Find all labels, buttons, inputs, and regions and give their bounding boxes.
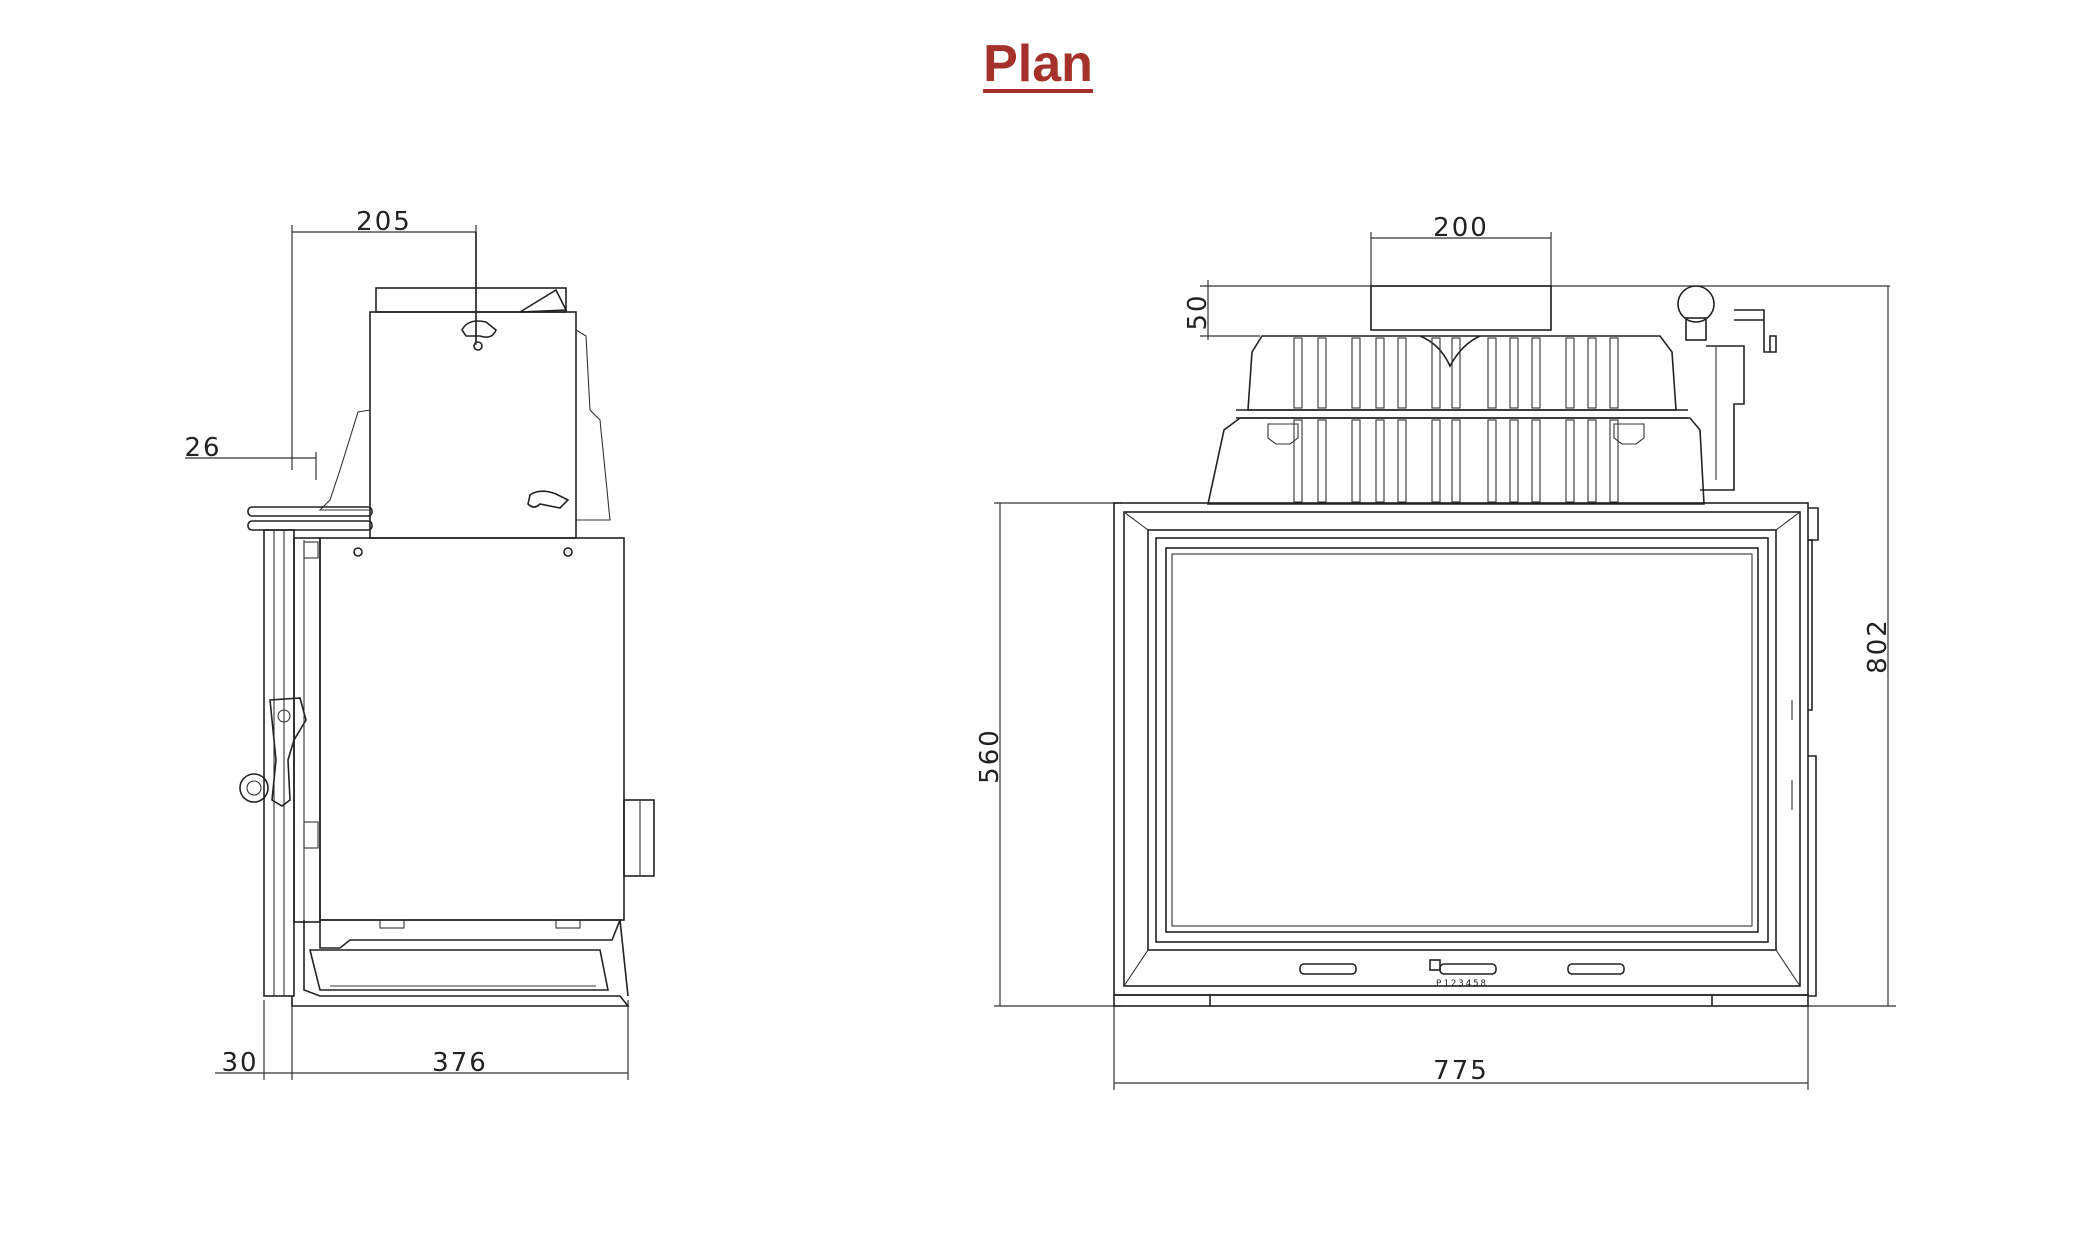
rib-lower xyxy=(1451,419,1461,503)
dim-label-flue-width: 200 xyxy=(1433,213,1489,243)
rib-upper xyxy=(1451,337,1461,409)
rib-upper xyxy=(1587,337,1597,409)
dim-label-top-width: 205 xyxy=(356,207,412,237)
dim-205: 205 xyxy=(291,207,477,470)
rib-upper xyxy=(1565,337,1575,409)
dim-label-front-depth: 30 xyxy=(221,1048,258,1078)
dim-bottom: 30 376 xyxy=(215,1000,629,1080)
rib-upper xyxy=(1351,337,1361,409)
rib-lower xyxy=(1509,419,1519,503)
dim-50: 50 xyxy=(1183,280,1890,340)
rib-lower xyxy=(1351,419,1361,503)
rib-lower xyxy=(1609,419,1619,503)
rib-upper xyxy=(1431,337,1441,409)
rib-lower xyxy=(1317,419,1327,503)
rib-upper xyxy=(1509,337,1519,409)
rib-upper xyxy=(1531,337,1541,409)
model-plate-text: P123458 xyxy=(1436,979,1488,989)
rib-upper xyxy=(1609,337,1619,409)
casting-ribs xyxy=(1267,337,1645,503)
front-view: 200 50 802 560 775 xyxy=(975,213,1896,1090)
rib-upper xyxy=(1317,337,1327,409)
dim-label-flue-height: 50 xyxy=(1183,293,1213,330)
dim-label-side-offset: 26 xyxy=(184,433,221,463)
dim-802: 802 xyxy=(1800,286,1896,1007)
rib-upper xyxy=(1397,337,1407,409)
rib-lower xyxy=(1487,419,1497,503)
rib-lower xyxy=(1397,419,1407,503)
dim-560: 560 xyxy=(975,502,1122,1007)
dim-200: 200 xyxy=(1370,213,1552,330)
rib-lower xyxy=(1587,419,1597,503)
rib-lower xyxy=(1431,419,1441,503)
dim-label-total-height: 802 xyxy=(1863,618,1893,674)
dim-label-width: 775 xyxy=(1433,1056,1489,1086)
side-view: 205 26 30 376 xyxy=(184,207,655,1080)
dim-26: 26 xyxy=(184,433,317,480)
dim-775: 775 xyxy=(1113,1006,1809,1090)
rib-upper xyxy=(1293,337,1303,409)
rib-upper xyxy=(1487,337,1497,409)
page-title: Plan xyxy=(983,35,1093,93)
rib-upper xyxy=(1375,337,1385,409)
rib-lower xyxy=(1565,419,1575,503)
casting-lug xyxy=(1267,423,1299,445)
casting-lug xyxy=(1613,423,1645,445)
rib-lower xyxy=(1375,419,1385,503)
rib-lower xyxy=(1531,419,1541,503)
rib-lower xyxy=(1293,419,1303,503)
dim-label-depth: 376 xyxy=(432,1048,488,1078)
dim-label-body-height: 560 xyxy=(975,728,1005,784)
